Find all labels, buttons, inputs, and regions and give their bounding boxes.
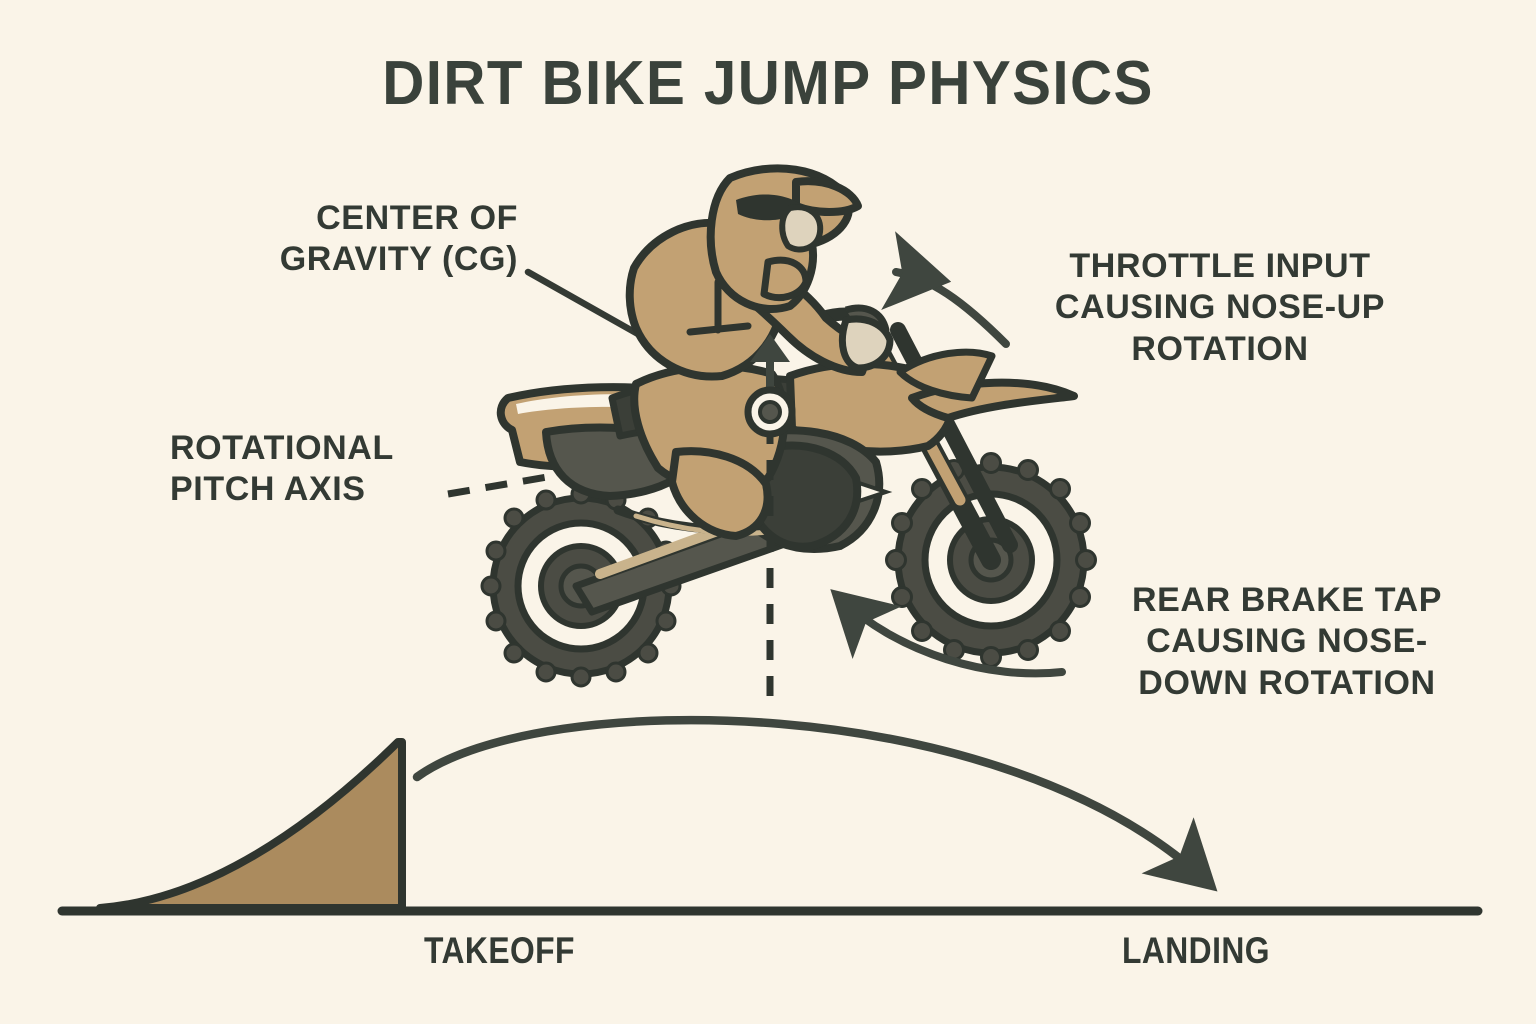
label-throttle-input: THROTTLE INPUT CAUSING NOSE-UP ROTATION [1054,247,1386,368]
number-plate [896,348,996,402]
label-center-of-gravity: CENTER OF GRAVITY (CG) [279,199,518,279]
page-title: DIRT BIKE JUMP PHYSICS [382,49,1154,118]
jump-trajectory-arc [412,715,1218,892]
cg-up-arrow [750,334,790,392]
throttle-curved-arrow [881,231,1010,348]
label-takeoff: TAKEOFF [424,930,575,971]
label-landing: LANDING [1122,930,1270,971]
dirt-bike-and-rider [480,164,1097,700]
rear-brake-curved-arrow [830,589,1066,678]
label-rotational-pitch-axis: ROTATIONAL PITCH AXIS [170,429,394,509]
label-rear-brake-tap: REAR BRAKE TAP CAUSING NOSE- DOWN ROTATI… [1131,581,1442,702]
rider [625,164,894,540]
takeoff-ramp [96,738,406,912]
center-of-gravity-marker [744,386,796,438]
